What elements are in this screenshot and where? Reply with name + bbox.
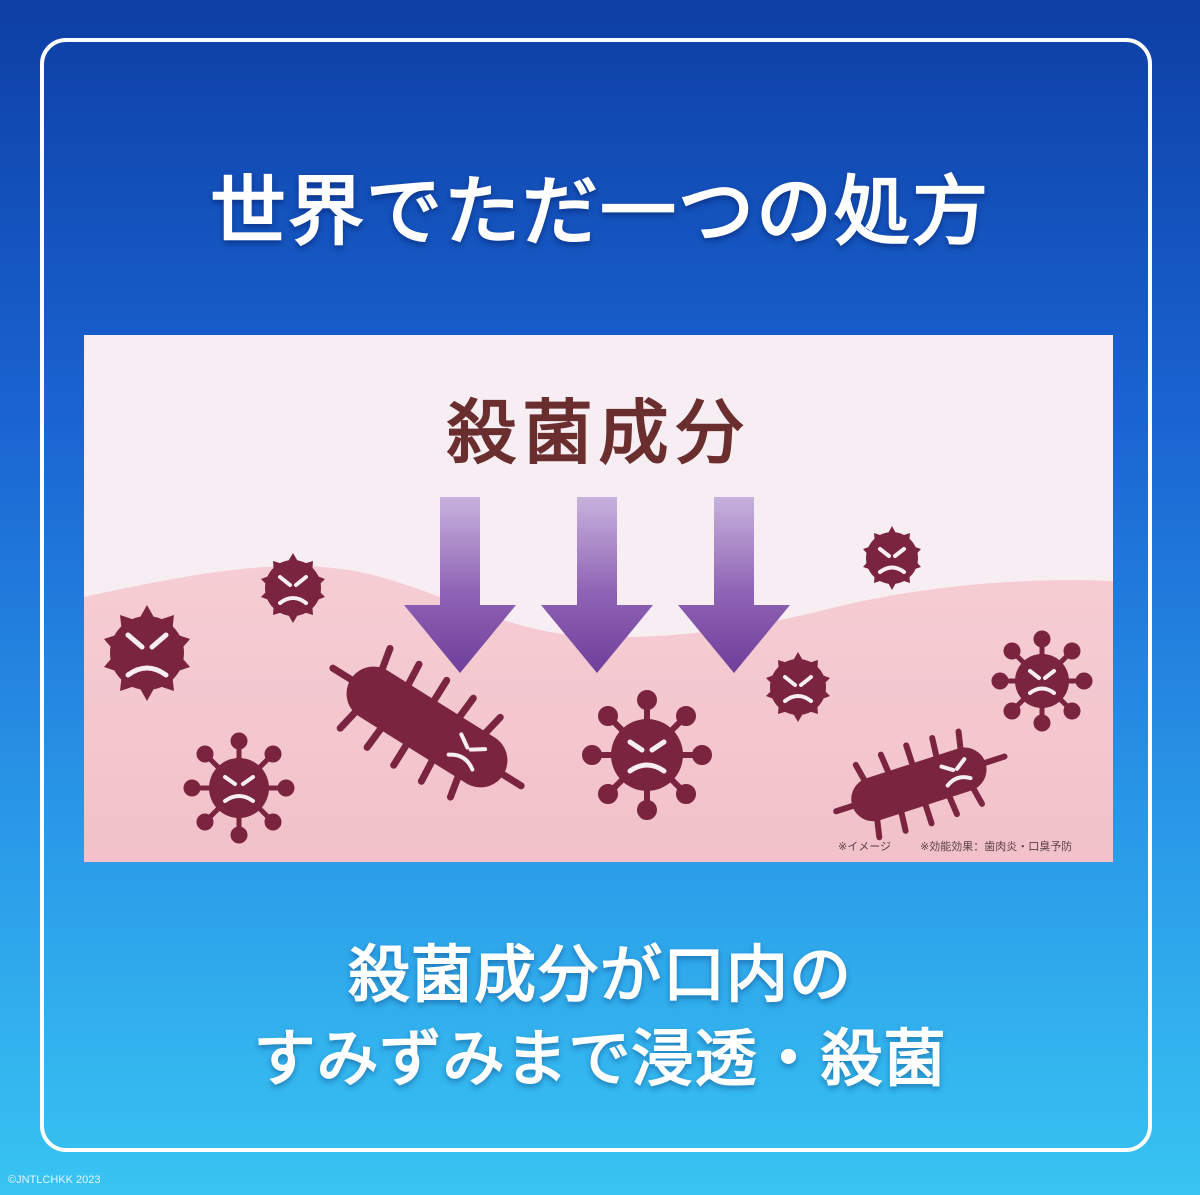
headline-title: 世界でただ一つの処方 <box>210 167 990 256</box>
efficacy-disclaimer-note: ※効能効果：歯肉炎・口臭予防 <box>920 840 1073 853</box>
germ-icon <box>261 553 325 623</box>
image-disclaimer-note: ※イメージ <box>838 840 891 853</box>
germ-illustration-panel: 殺菌成分 ※イメージ ※効能効果：歯肉炎・口臭予防 <box>84 335 1113 862</box>
sterilizing-ingredient-label: 殺菌成分 <box>446 392 751 474</box>
germ-icon <box>183 732 295 844</box>
white-frame-border <box>40 38 1152 1152</box>
arrow-icon <box>541 497 653 673</box>
arrow-icon <box>678 497 790 673</box>
arrow-icon <box>404 497 516 673</box>
germ-icon <box>863 526 921 590</box>
germ-icon <box>104 605 190 701</box>
germ-icon <box>833 728 1008 841</box>
germ-icon <box>329 644 525 801</box>
germ-illustration-svg <box>84 497 1113 862</box>
copyright-text: ©JNTLCHKK 2023 <box>8 1174 101 1186</box>
caption-line-2: すみずみまで浸透・殺菌 <box>253 1022 947 1095</box>
germ-icon <box>766 652 830 722</box>
germ-icon <box>582 690 712 820</box>
caption-line-1: 殺菌成分が口内の <box>347 938 852 1011</box>
germ-icon <box>991 630 1093 732</box>
